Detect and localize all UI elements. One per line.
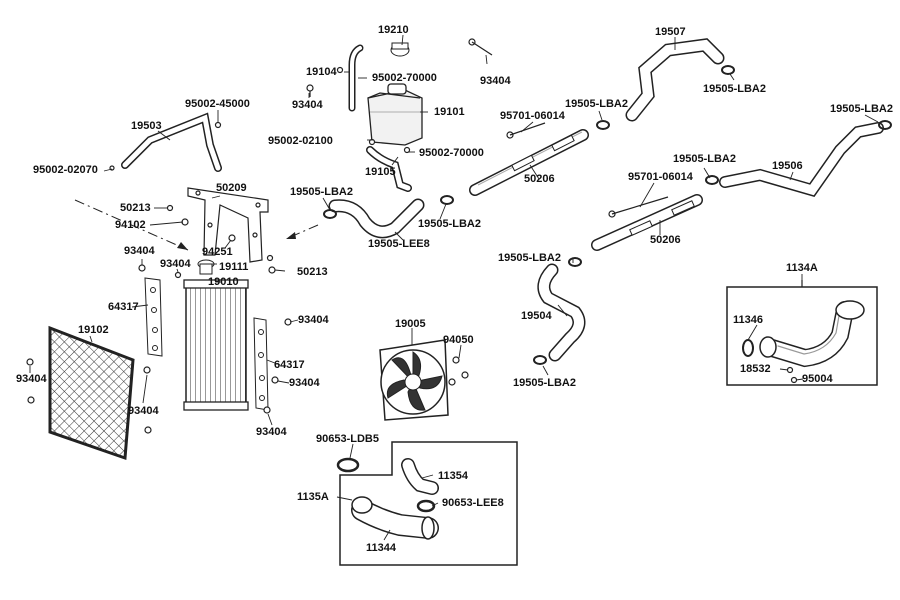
hose-1134a [759,300,865,368]
cap-19210-icon [390,42,410,57]
part-label-93404-g: 93404 [289,377,320,389]
part-label-19111: 19111 [219,261,249,273]
clamp-90653-lee8-icon [416,499,436,513]
part-label-93404-e: 93404 [298,314,329,326]
part-label-50213-a: 50213 [120,202,151,214]
part-label-50206-upper: 50206 [524,173,555,185]
part-label-19505-lba2-e: 19505-LBA2 [290,186,353,198]
clamp-90653-ldb5-icon [336,457,360,473]
part-label-93404-f: 93404 [16,373,47,385]
part-label-90653-ldb5: 90653-LDB5 [316,433,379,445]
part-label-19102: 19102 [78,324,109,336]
part-label-19010: 19010 [208,276,239,288]
pipe-50206-upper [469,129,589,196]
part-label-19503: 19503 [131,120,162,132]
part-label-93404-i: 93404 [256,426,287,438]
part-label-50206-lower: 50206 [650,234,681,246]
bracket-50209 [187,187,269,263]
part-label-50213-b: 50213 [297,266,328,278]
leader-lines [29,34,879,541]
pipe-50206-lower [591,194,703,251]
part-label-93404-a: 93404 [480,75,511,87]
part-label-93404-h: 93404 [128,405,159,417]
part-label-19005: 19005 [395,318,426,330]
fan-19005 [379,339,449,421]
part-label-95002-70000-top: 95002-70000 [372,72,437,84]
hose-19104 [348,44,364,112]
arrowheads [177,232,296,250]
part-label-19505-lba2-c: 19505-LBA2 [830,103,893,115]
part-label-11344: 11344 [366,542,396,554]
clamp-icons [323,65,892,365]
part-label-93404-b: 93404 [292,99,323,111]
hose-19503 [121,112,222,172]
part-label-95002-02070: 95002-02070 [33,164,98,176]
part-label-94251: 94251 [202,246,233,258]
part-label-19104: 19104 [306,66,337,78]
part-label-19504: 19504 [521,310,552,322]
part-label-19505-lba2-f: 19505-LBA2 [418,218,481,230]
elbow-11354 [401,458,439,495]
part-label-18532: 18532 [740,363,771,375]
part-label-95701-06014-a: 95701-06014 [500,110,565,122]
part-label-95002-70000-bottom: 95002-70000 [419,147,484,159]
part-label-90653-lee8: 90653-LEE8 [442,497,504,509]
part-label-11346: 11346 [733,314,763,326]
radiator-cap-19111-icon [197,259,215,275]
reservoir-19101 [367,83,423,146]
part-label-19505-lba2-b: 19505-LBA2 [565,98,628,110]
part-label-19505-lba2-a: 19505-LBA2 [703,83,766,95]
clamp-11346-icon [742,339,754,357]
part-label-11354: 11354 [438,470,468,482]
part-label-1135a: 1135A [297,491,329,503]
assembly-arrows [74,199,319,251]
part-label-19506: 19506 [772,160,803,172]
part-label-19505-lee8: 19505-LEE8 [368,238,430,250]
part-label-95002-45000: 95002-45000 [185,98,250,110]
part-label-64317-left: 64317 [108,301,139,313]
kit-1135a-frame [339,441,518,566]
hose-19105 [366,146,412,192]
hose-19504 [537,263,586,362]
part-label-50209: 50209 [216,182,247,194]
part-label-19105: 19105 [365,166,396,178]
part-label-19505-lba2-h: 19505-LBA2 [513,377,576,389]
bolt-icons [26,38,798,434]
hose-19505-lee8 [328,198,425,239]
hose-19506 [719,122,884,197]
part-label-93404-c: 93404 [124,245,155,257]
part-label-19101: 19101 [434,106,465,118]
hose-11344 [351,496,439,540]
part-label-64317-right: 64317 [274,359,305,371]
radiator-19010 [183,279,249,411]
part-label-19507: 19507 [655,26,686,38]
part-label-95004: 95004 [802,373,833,385]
part-label-19210: 19210 [378,24,409,36]
part-label-93404-d: 93404 [160,258,191,270]
bracket-64317-right [253,317,269,411]
hose-19507 [625,38,725,122]
part-label-94102: 94102 [115,219,146,231]
bracket-64317-left [144,277,163,357]
part-label-1134a: 1134A [786,262,818,274]
screen-19102 [48,325,135,461]
part-label-94050: 94050 [443,334,474,346]
part-label-95701-06014-b: 95701-06014 [628,171,693,183]
kit-1134a-frame [726,280,878,386]
part-label-19505-lba2-d: 19505-LBA2 [673,153,736,165]
part-label-19505-lba2-g: 19505-LBA2 [498,252,561,264]
part-label-95002-02100: 95002-02100 [268,135,333,147]
